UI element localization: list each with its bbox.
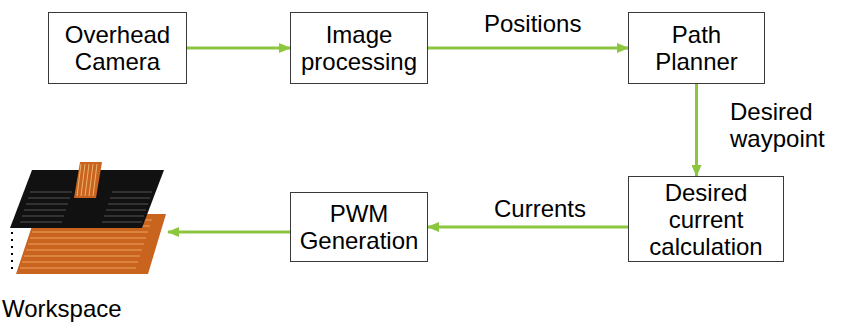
flow-arrow xyxy=(428,47,628,50)
workspace-drawing xyxy=(2,162,168,302)
flow-arrow xyxy=(187,47,290,50)
flow-arrow xyxy=(428,226,628,229)
process-box: Image processing xyxy=(290,12,428,84)
box-label: Overhead Camera xyxy=(55,21,180,75)
edge-label: Desired waypoint xyxy=(728,98,844,152)
box-label: Path Planner xyxy=(635,21,758,75)
edge-label: Positions xyxy=(482,10,583,37)
box-label: PWM Generation xyxy=(297,200,421,254)
workspace-label: Workspace xyxy=(2,295,122,322)
process-box: PWM Generation xyxy=(290,192,428,262)
process-box: Overhead Camera xyxy=(48,12,187,84)
process-box: Path Planner xyxy=(628,12,765,84)
edge-label: Currents xyxy=(492,195,588,222)
workspace-illustration: Workspace xyxy=(2,162,168,322)
flow-arrow xyxy=(695,84,698,176)
box-label: Image processing xyxy=(297,21,421,75)
process-box: Desired current calculation xyxy=(628,176,784,262)
flow-arrow xyxy=(168,231,290,234)
box-label: Desired current calculation xyxy=(635,179,777,260)
